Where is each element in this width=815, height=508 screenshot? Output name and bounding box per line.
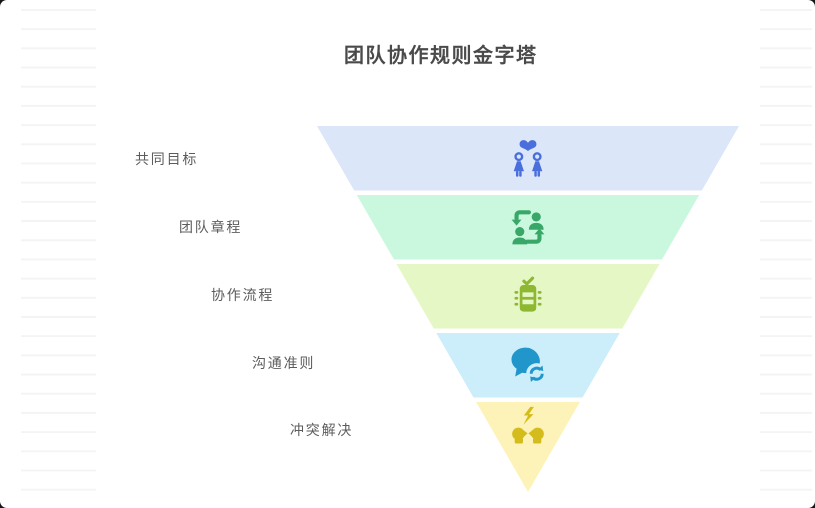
- level-label-5: 冲突解决: [290, 424, 354, 439]
- chat-sync-icon: [506, 343, 550, 387]
- level-label-3: 协作流程: [211, 289, 275, 304]
- level-label-4: 沟通准则: [252, 357, 316, 372]
- funnel-diagram: [317, 126, 739, 492]
- level-label-1: 共同目标: [135, 153, 199, 168]
- funnel-level-3: [396, 264, 660, 329]
- checklist-icon: [506, 274, 550, 318]
- conflict-heads-icon: [506, 405, 550, 449]
- people-exchange-icon: [506, 205, 550, 249]
- funnel-level-1: [317, 126, 739, 191]
- ruled-lines-right: [760, 0, 812, 508]
- team-heart-icon: [506, 136, 550, 180]
- ruled-lines-left: [21, 0, 96, 508]
- funnel-level-2: [356, 195, 700, 260]
- level-label-2: 团队章程: [179, 221, 243, 236]
- diagram-title: 团队协作规则金字塔: [344, 45, 538, 67]
